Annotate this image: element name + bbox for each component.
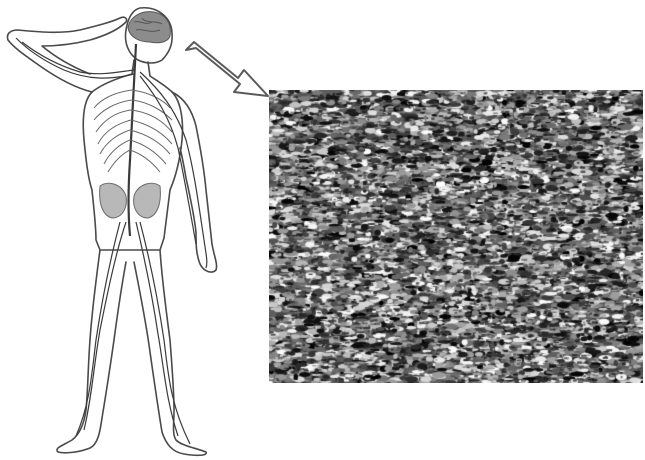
noise-texture-canvas — [269, 90, 643, 383]
peripheral-nerves — [16, 38, 207, 444]
brain-detail — [128, 12, 170, 43]
arrow-outline-icon — [182, 38, 274, 100]
raised-arm-outline — [7, 17, 126, 92]
left-leg-outline — [57, 250, 126, 453]
right-leg-outline — [134, 250, 206, 455]
pelvis — [100, 183, 161, 218]
noise-texture-panel — [269, 90, 643, 383]
